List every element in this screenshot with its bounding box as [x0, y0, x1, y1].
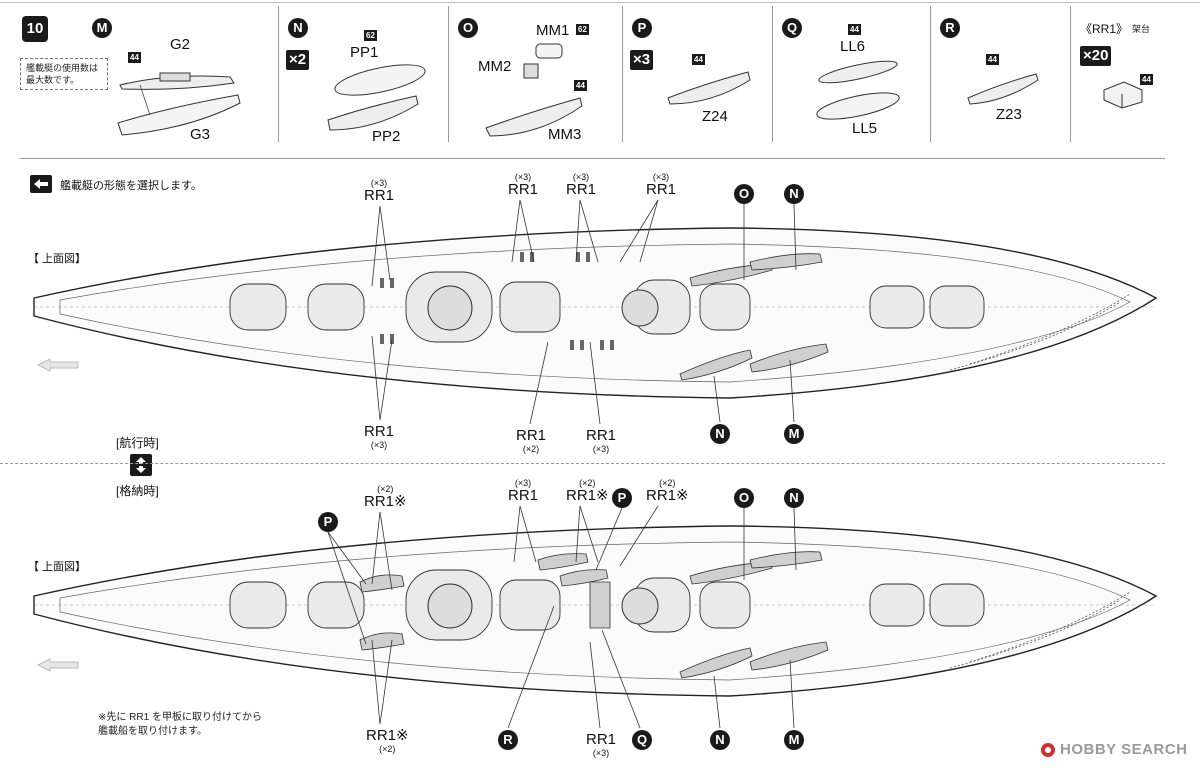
- separator-4: [772, 6, 773, 142]
- rr1-callout-s1-c: (×3)RR1: [566, 172, 597, 198]
- marker-n-s1-bottom: N: [710, 424, 730, 444]
- separator-6: [1070, 6, 1071, 142]
- part-q-sprue-chip: 44: [848, 24, 861, 35]
- rr1-callout-s1-b: (×3)RR1: [508, 172, 539, 198]
- part-p-lower-label: Z24: [702, 108, 728, 125]
- part-m-lower-label: G3: [190, 126, 211, 143]
- part-o-top-chip: 62: [576, 24, 589, 35]
- part-m-upper-label: G2: [170, 36, 191, 53]
- part-n-marker: N: [288, 18, 308, 38]
- rr1-stand-qty: ×20: [1080, 46, 1112, 66]
- part-o-marker: O: [458, 18, 478, 38]
- part-q-upper-label: LL6: [840, 38, 866, 55]
- bottom-note-line2: 艦載船を取り付けます。: [98, 726, 207, 737]
- part-r-drawing: [967, 73, 1039, 105]
- part-m-drawing: [117, 72, 241, 136]
- part-m-sprue-chip: 44: [128, 52, 141, 63]
- top-view-label-1: 【 上面図】: [28, 253, 87, 265]
- direction-arrow-icon-1: [36, 358, 79, 372]
- marker-q-s2: Q: [632, 730, 652, 750]
- hobby-search-logo-icon: [1041, 743, 1055, 757]
- separator-3: [622, 6, 623, 142]
- part-p-marker: P: [632, 18, 652, 38]
- part-o-mid-label: MM2: [478, 58, 512, 75]
- usage-note-box: [20, 58, 108, 90]
- separator-5: [930, 6, 931, 142]
- marker-r-s2: R: [498, 730, 518, 750]
- rr1-stand-subtitle: 架台: [1132, 24, 1151, 34]
- part-n-sprue-chip: 62: [364, 30, 377, 41]
- mode-sailing-label: [航行時]: [116, 436, 159, 450]
- marker-m-s1: M: [784, 424, 804, 444]
- part-o-mid-chip: 44: [574, 80, 587, 91]
- rr1-stand-title: 《RR1》: [1080, 22, 1129, 36]
- marker-n-s2-top: N: [784, 488, 804, 508]
- marker-m-s2: M: [784, 730, 804, 750]
- part-r-marker: R: [940, 18, 960, 38]
- rr1-callout-s2-b: (×3)RR1: [508, 478, 539, 504]
- select-arrow-icon: [30, 175, 52, 193]
- part-n-lower-label: PP2: [372, 128, 401, 145]
- usage-note-line1: 艦載艇の使用数は: [26, 63, 99, 73]
- direction-arrow-icon-2: [36, 658, 79, 672]
- bottom-note-line1: ※先に RR1 を甲板に取り付けてから: [98, 712, 262, 723]
- marker-n-s1-top: N: [784, 184, 804, 204]
- select-instruction: 艦載艇の形態を選択します。: [60, 180, 202, 192]
- rr1-callout-s2-a: (×2)RR1※: [364, 484, 407, 510]
- mode-switch-icon: [130, 454, 152, 476]
- rr1-callout-s1-f: RR1(×2): [516, 427, 547, 455]
- battleship-top-view-sailing: [33, 227, 1158, 399]
- rr1-callout-s1-g: RR1(×3): [586, 427, 617, 455]
- mode-stowed-label: [格納時]: [116, 484, 159, 498]
- marker-o-s1: O: [734, 184, 754, 204]
- section-rule-1: [20, 158, 1165, 159]
- watermark-text: HOBBY SEARCH: [1060, 741, 1188, 758]
- separator-1: [278, 6, 279, 142]
- marker-o-s2: O: [734, 488, 754, 508]
- rr1-callout-s1-a: (×3)RR1: [364, 178, 395, 204]
- part-q-lower-label: LL5: [852, 120, 878, 137]
- part-p-drawing: [667, 71, 751, 105]
- rr1-callout-s1-d: (×3)RR1: [646, 172, 677, 198]
- top-view-label-2: 【 上面図】: [28, 561, 87, 573]
- part-n-drawing: [327, 64, 426, 131]
- part-o-lower-label: MM3: [548, 126, 582, 143]
- rr1-callout-s2-e: RR1※(×2): [366, 727, 409, 755]
- part-p-qty: ×3: [630, 50, 654, 70]
- part-q-drawing: [816, 60, 900, 120]
- part-q-marker: Q: [782, 18, 802, 38]
- rr1-callout-s2-f: RR1(×3): [586, 731, 617, 759]
- marker-p-s2-mid: P: [612, 488, 632, 508]
- part-o-top-label: MM1: [536, 22, 570, 39]
- separator-2: [448, 6, 449, 142]
- part-r-lower-label: Z23: [996, 106, 1022, 123]
- marker-p-s2-left: P: [318, 512, 338, 532]
- usage-note-line2: 最大数です。: [26, 75, 80, 85]
- part-n-upper-label: PP1: [350, 44, 379, 61]
- section-rule-2: [0, 463, 1165, 464]
- battleship-top-view-stowed: [33, 525, 1158, 697]
- step-number: 10: [22, 16, 48, 42]
- rr1-stand-drawing: [1103, 81, 1143, 109]
- part-p-sprue-chip: 44: [692, 54, 705, 65]
- top-rule: [0, 2, 1200, 3]
- rr1-stand-chip: 44: [1140, 74, 1153, 85]
- part-o-drawing: [485, 43, 583, 137]
- part-r-sprue-chip: 44: [986, 54, 999, 65]
- rr1-callout-s2-c: (×2)RR1※: [566, 478, 609, 504]
- part-m-marker: M: [92, 18, 112, 38]
- marker-n-s2-bottom: N: [710, 730, 730, 750]
- part-n-qty: ×2: [286, 50, 310, 70]
- rr1-callout-s1-e: RR1(×3): [364, 423, 395, 451]
- rr1-callout-s2-d: (×2)RR1※: [646, 478, 689, 504]
